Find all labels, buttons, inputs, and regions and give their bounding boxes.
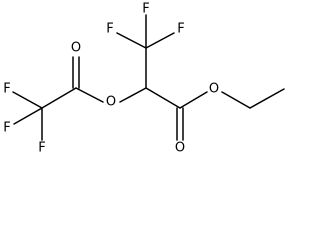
- atom-label-o-carbonyl-left: O: [71, 41, 81, 56]
- atom-label-f-left-top: F: [3, 82, 10, 97]
- atom-label-o-carbonyl-right: O: [175, 141, 185, 156]
- bond-cf3top-f-right: [145, 32, 175, 49]
- atom-label-f-left-mid: F: [3, 121, 10, 136]
- atom-label-f-left-bottom: F: [38, 141, 45, 156]
- atom-label-o-ester-left: O: [106, 95, 116, 110]
- atom-label-f-top-left: F: [106, 22, 113, 37]
- bond-cf3left-f-mid: [13, 107, 43, 125]
- bond-ch2-ch3: [249, 88, 285, 109]
- bond-o-left-c-left: [75, 87, 104, 103]
- atom-labels: F F F O O O O F F F: [3, 2, 219, 156]
- bonds: [12, 14, 285, 141]
- bond-ch-c-right: [145, 87, 181, 109]
- bond-cf3left-f-top: [12, 91, 43, 109]
- atom-label-o-ester-right: O: [209, 82, 219, 97]
- bond-cf3top-f-left: [116, 32, 147, 49]
- bond-ch-o-left: [119, 87, 147, 103]
- bond-c-right-o-ester: [179, 91, 208, 109]
- bond-o-ester-ch2: [221, 91, 251, 109]
- molecule-structure-diagram: F F F O O O O F F F: [3, 2, 285, 156]
- atom-label-f-top-right: F: [177, 22, 184, 37]
- atom-label-f-top: F: [142, 2, 149, 17]
- bond-c-left-cf3left: [41, 87, 77, 109]
